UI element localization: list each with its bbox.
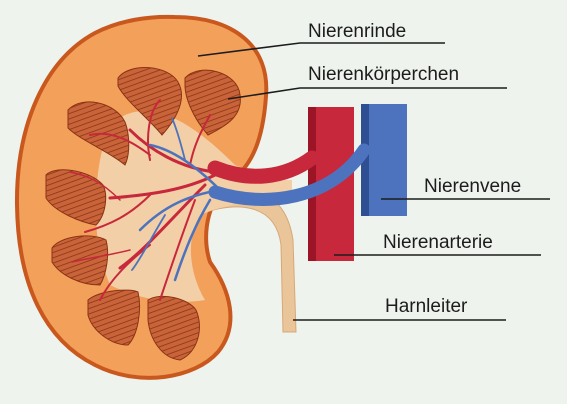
label-harnleiter: Harnleiter: [385, 296, 468, 317]
label-nierenrinde: Nierenrinde: [308, 21, 406, 42]
label-nierenvene: Nierenvene: [424, 176, 521, 197]
label-nierenarterie: Nierenarterie: [383, 232, 493, 253]
label-nierenkoerperchen: Nierenkörperchen: [308, 64, 459, 85]
leader-corpuscle: [228, 88, 507, 99]
